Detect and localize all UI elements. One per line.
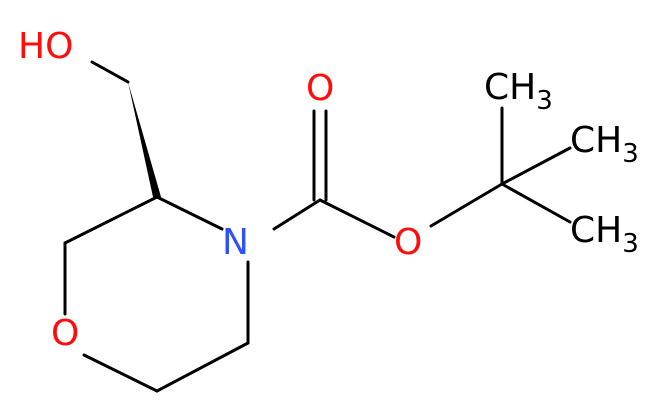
atom-carbonyl-oxygen: O xyxy=(306,68,334,109)
methyl-3-subscript: 3 xyxy=(622,229,639,259)
bond-o-ch2 xyxy=(90,60,130,84)
atom-ring-oxygen: O xyxy=(51,313,79,354)
bonds xyxy=(63,60,572,393)
atom-methyl-1: CH3 xyxy=(484,67,553,116)
methyl-2-subscript: 3 xyxy=(622,139,639,169)
atom-hydroxyl: HO xyxy=(18,26,73,67)
bond-c6-c5 xyxy=(155,341,250,393)
bond-c3-c2 xyxy=(63,195,159,245)
atom-ring-nitrogen: N xyxy=(222,222,249,263)
atom-labels: HO N O O O CH3 CH3 CH3 xyxy=(18,26,639,354)
bond-oester-cq xyxy=(429,182,504,228)
bond-n-ccarbonyl xyxy=(272,198,322,231)
atom-methyl-3: CH3 xyxy=(570,210,639,259)
bond-o-c6 xyxy=(82,353,159,393)
bond-cq-me3 xyxy=(500,182,572,224)
atom-ester-oxygen: O xyxy=(394,222,422,263)
methyl-1-subscript: 3 xyxy=(536,86,553,116)
bond-ccarbonyl-oester xyxy=(318,198,396,239)
bond-cq-me2 xyxy=(500,146,572,186)
atom-methyl-2: CH3 xyxy=(570,120,639,169)
bond-c3-n xyxy=(155,195,224,231)
wedge-bond xyxy=(128,82,161,197)
